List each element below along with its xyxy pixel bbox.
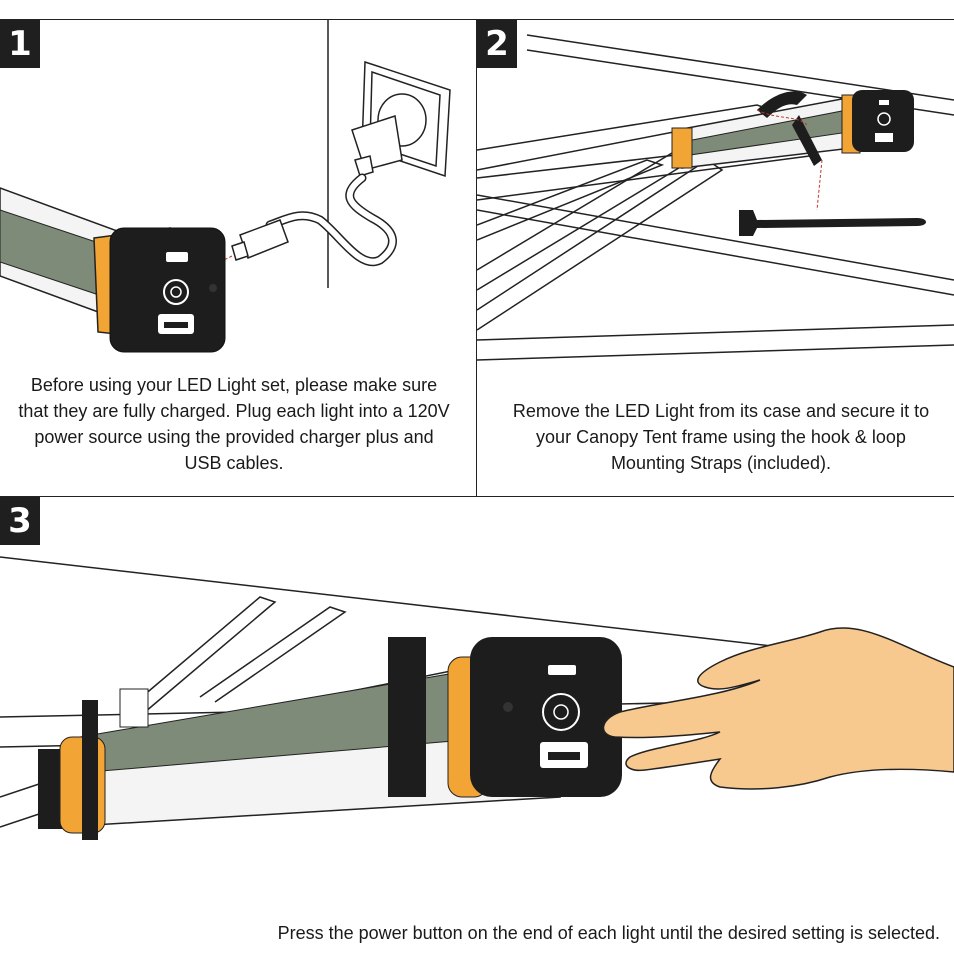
- step-1-badge: 1: [0, 20, 40, 68]
- step-3-panel: 3 Press the power button on the e: [0, 497, 954, 962]
- step-1-caption: Before using your LED Light set, please …: [18, 375, 450, 473]
- mounting-illustration: [477, 34, 954, 361]
- step-3-caption: Press the power button on the end of eac…: [277, 923, 940, 943]
- step-1-panel: 1 Before using your LED Light s: [0, 19, 477, 497]
- step-2-badge: 2: [477, 20, 517, 68]
- wall-outlet: [361, 60, 451, 178]
- charging-illustration: [0, 20, 451, 353]
- step-2-caption: Remove the LED Light from its case and s…: [512, 401, 930, 473]
- power-button-illustration: [0, 556, 954, 840]
- step-2-panel: 2 Remove the LED Lig: [477, 19, 954, 497]
- step-3-badge: 3: [0, 497, 40, 545]
